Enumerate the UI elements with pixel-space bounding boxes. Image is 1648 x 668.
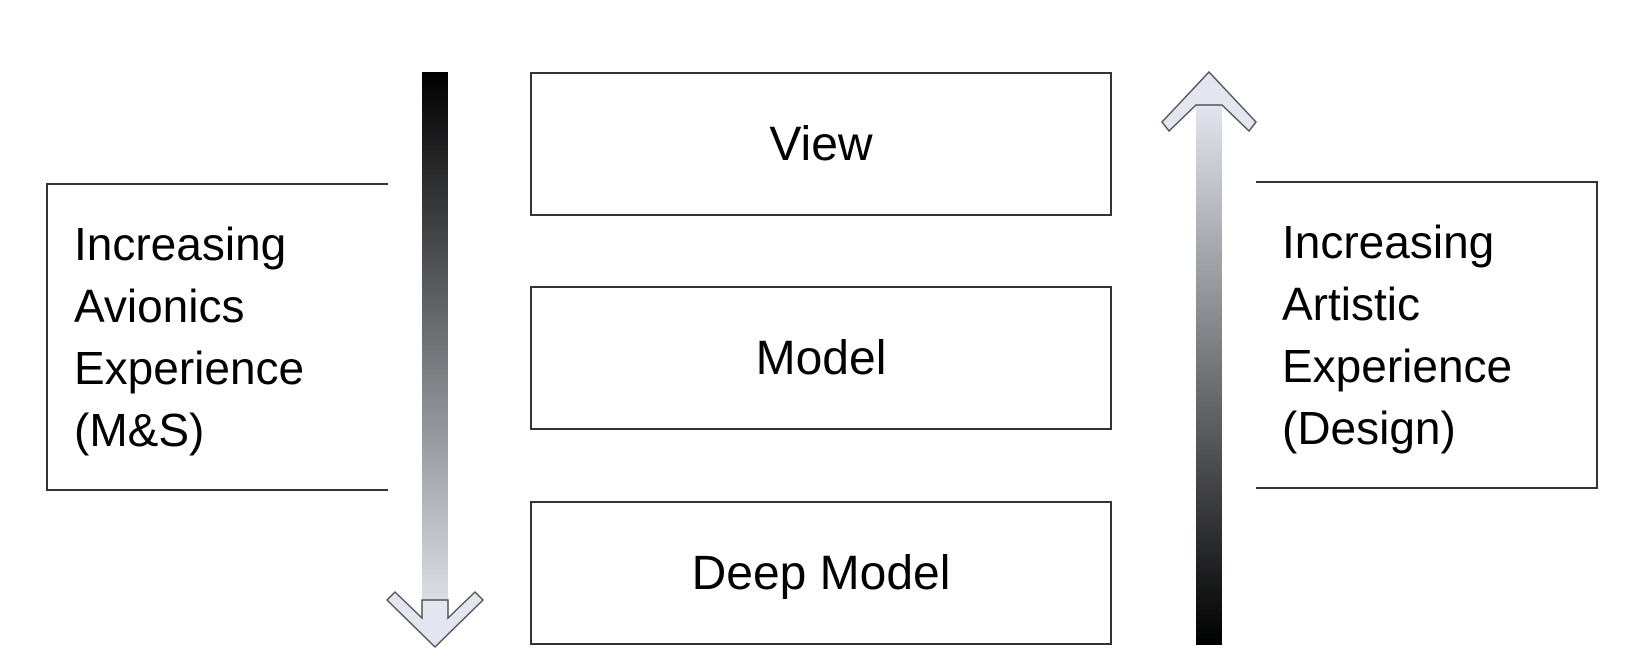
- view-layer-label: View: [769, 117, 873, 171]
- right-note-line: Artistic: [1282, 278, 1420, 330]
- deep-model-layer-box: Deep Model: [530, 501, 1112, 645]
- left-note-line: Avionics: [74, 280, 245, 332]
- deep-model-layer-label: Deep Model: [691, 546, 951, 600]
- left-note-line: Increasing: [74, 218, 287, 270]
- right-note-line: (Design): [1282, 402, 1456, 454]
- down-arrow-icon: [385, 72, 485, 649]
- up-arrow-icon: [1161, 70, 1257, 645]
- right-note-box: Increasing Artistic Experience (Design): [1256, 181, 1598, 489]
- model-layer-box: Model: [530, 286, 1112, 430]
- left-note-line: (M&S): [74, 404, 205, 456]
- left-note-line: Experience: [74, 342, 305, 394]
- model-layer-label: Model: [755, 331, 887, 385]
- right-note-line: Experience: [1282, 340, 1513, 392]
- view-layer-box: View: [530, 72, 1112, 216]
- left-note-box: Increasing Avionics Experience (M&S): [46, 183, 388, 491]
- right-note-line: Increasing: [1282, 216, 1495, 268]
